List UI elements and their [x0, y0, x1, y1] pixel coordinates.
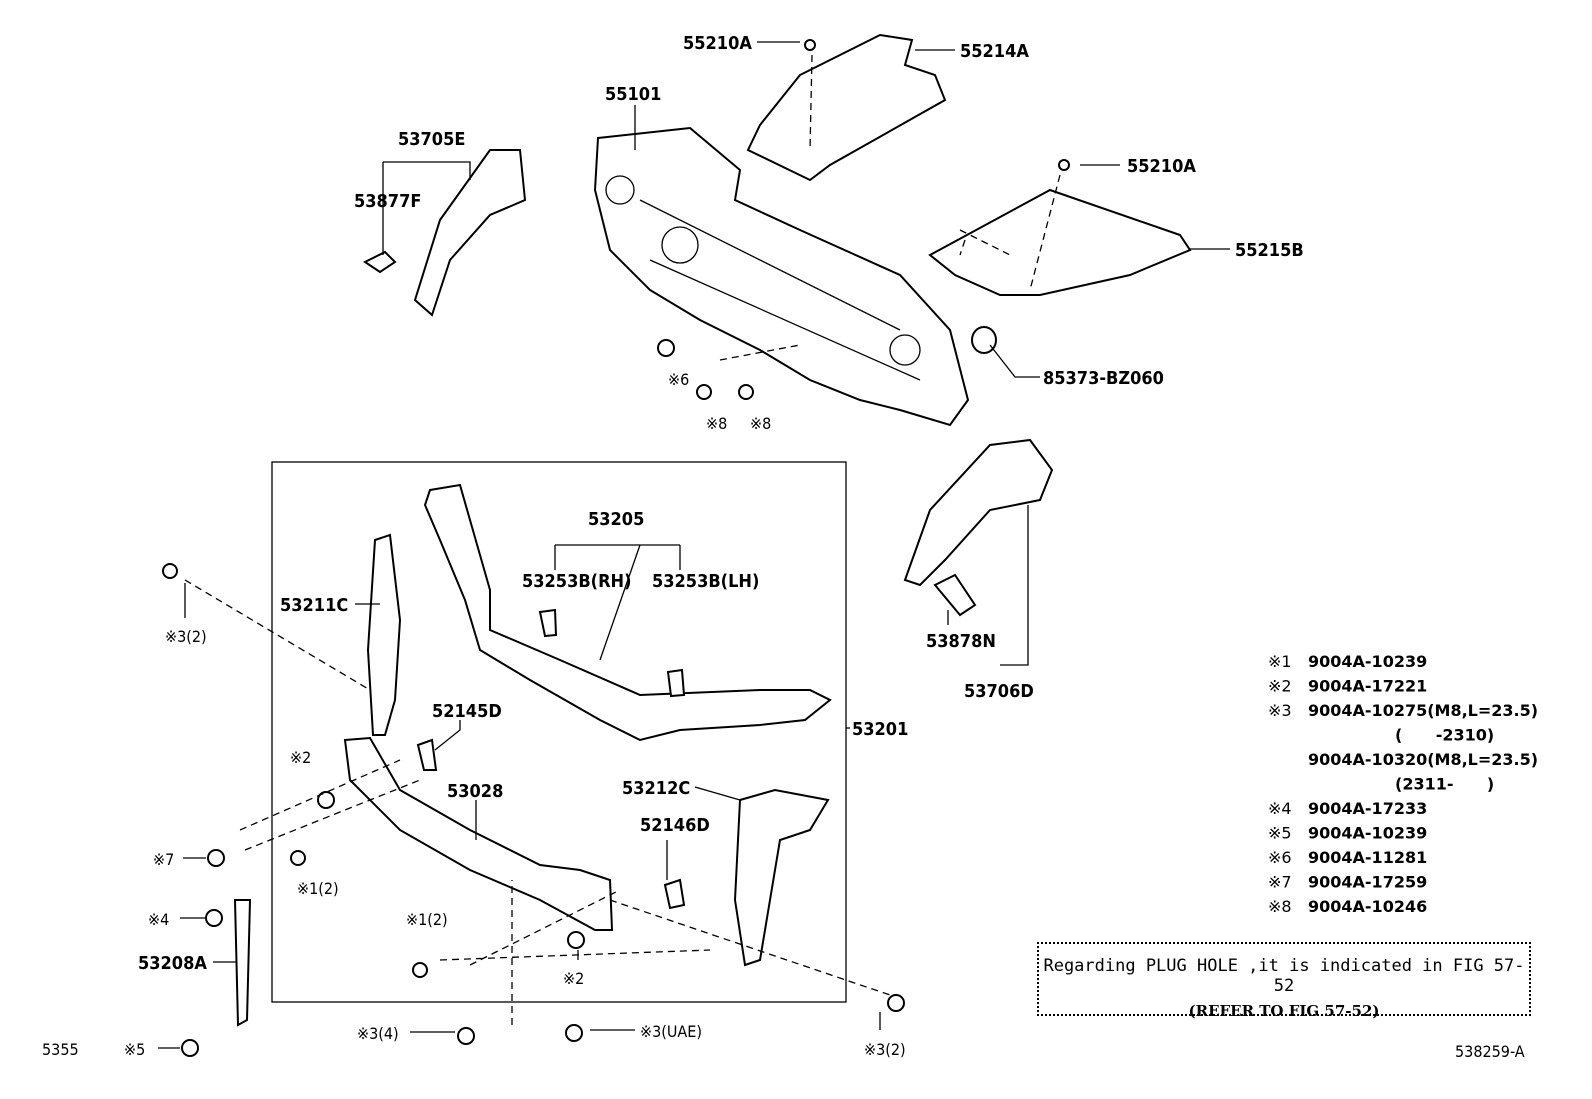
callout-53253brh: 53253B(RH): [522, 571, 632, 592]
dash-silencer-upper-part: [746, 33, 947, 182]
radiator-support-upper-part: [423, 483, 832, 742]
fasteners: [162, 39, 1070, 1057]
legend-part-number: (2311- ): [1395, 775, 1494, 794]
plug-hole-plug-part: [971, 326, 997, 354]
assembly-frame-53201: [271, 461, 847, 1003]
legend-part-number: 9004A-10275(M8,L=23.5): [1308, 701, 1538, 720]
callout-4: ※4: [148, 910, 169, 929]
callout-53205: 53205: [588, 509, 644, 530]
callout-53211c: 53211C: [280, 595, 348, 616]
dash-panel-part: [593, 126, 970, 427]
legend-mark: ※7: [1268, 873, 1292, 892]
assembly-lines: [184, 54, 1061, 1025]
legend-part-number: 9004A-17233: [1308, 799, 1427, 818]
callout-2: ※2: [563, 969, 584, 988]
callout-53028: 53028: [447, 781, 503, 802]
apron-upper-lh-part: [413, 149, 527, 317]
legend-mark: ※3: [1268, 701, 1292, 720]
legend-part-number: 9004A-11281: [1308, 848, 1427, 867]
legend-mark: ※8: [1268, 897, 1292, 916]
callout-2: ※2: [290, 748, 311, 767]
bracket-53253B-lh-part: [666, 668, 686, 698]
radiator-support-lower-part: [343, 736, 614, 931]
callout-53878n: 53878N: [926, 631, 996, 652]
callout-53706d: 53706D: [964, 681, 1034, 702]
apron-upper-rh-part: [903, 438, 1054, 587]
note-line-2: (REFER TO FIG 57-52): [1188, 1002, 1380, 1020]
legend-mark: ※6: [1268, 848, 1292, 867]
callout-5355: 5355: [42, 1040, 79, 1059]
legend-part-number: 9004A-10246: [1308, 897, 1427, 916]
callout-12: ※1(2): [297, 879, 339, 898]
callout-53705e: 53705E: [398, 129, 465, 150]
callout-12: ※1(2): [406, 910, 448, 929]
legend-mark: ※5: [1268, 824, 1292, 843]
callout-55101: 55101: [605, 84, 661, 105]
fastener-legend: ※1 9004A-10239 ※2 9004A-17221 ※3 9004A-10275(…: [1268, 652, 1538, 916]
legend-part-number: 9004A-10239: [1308, 824, 1427, 843]
bracket-53877F-part: [363, 250, 397, 274]
callout-52145d: 52145D: [432, 701, 502, 722]
callout-32: ※3(2): [165, 627, 207, 646]
brace-53208A-part: [233, 899, 252, 1027]
callout-85373bz060: 85373-BZ060: [1043, 368, 1164, 389]
callout-538259a: 538259-A: [1455, 1042, 1525, 1061]
callout-53201: 53201: [852, 719, 908, 740]
legend-part-number: ( -2310): [1395, 726, 1494, 745]
note-line-1: Regarding PLUG HOLE ,it is indicated in …: [1043, 956, 1525, 996]
callout-53208a: 53208A: [138, 953, 207, 974]
callout-5: ※5: [124, 1040, 145, 1059]
callout-55214a: 55214A: [960, 41, 1029, 62]
callout-3uae: ※3(UAE): [640, 1022, 702, 1041]
legend-mark: ※1: [1268, 652, 1292, 671]
callout-53877f: 53877F: [354, 191, 421, 212]
legend-part-number: 9004A-10239: [1308, 652, 1427, 671]
callout-55210a: 55210A: [683, 33, 752, 54]
leader-lines: [158, 41, 1230, 1049]
callout-labels: 55210A 55214A 55101 53705E 53877F 55210A 55215…: [42, 33, 1525, 1061]
callout-8: ※8: [750, 414, 771, 433]
callout-7: ※7: [153, 850, 174, 869]
legend-part-number: 9004A-17221: [1308, 677, 1427, 696]
legend-mark: ※2: [1268, 677, 1292, 696]
plug-hole-note: Regarding PLUG HOLE ,it is indicated in …: [1037, 942, 1531, 1020]
legend-part-number: 9004A-17259: [1308, 873, 1427, 892]
legend-part-number: 9004A-10320(M8,L=23.5): [1308, 750, 1538, 769]
bracket-53878N-part: [933, 573, 977, 617]
callout-34: ※3(4): [357, 1024, 399, 1043]
callout-55215b: 55215B: [1235, 240, 1304, 261]
dash-silencer-lower-part: [928, 188, 1192, 296]
legend-mark: ※4: [1268, 799, 1292, 818]
callout-32: ※3(2): [864, 1040, 906, 1059]
bracket-52145D-part: [416, 738, 438, 771]
radiator-support-side-lh-part: [366, 533, 402, 736]
callout-52146d: 52146D: [640, 815, 710, 836]
callout-53253blh: 53253B(LH): [652, 571, 759, 592]
radiator-support-side-rh-part: [733, 788, 830, 967]
callout-6: ※6: [668, 370, 689, 389]
callout-53212c: 53212C: [622, 778, 690, 799]
callout-55210a: 55210A: [1127, 156, 1196, 177]
bracket-52146D-part: [663, 878, 686, 910]
bracket-53253B-rh-part: [538, 608, 558, 638]
callout-8: ※8: [706, 414, 727, 433]
